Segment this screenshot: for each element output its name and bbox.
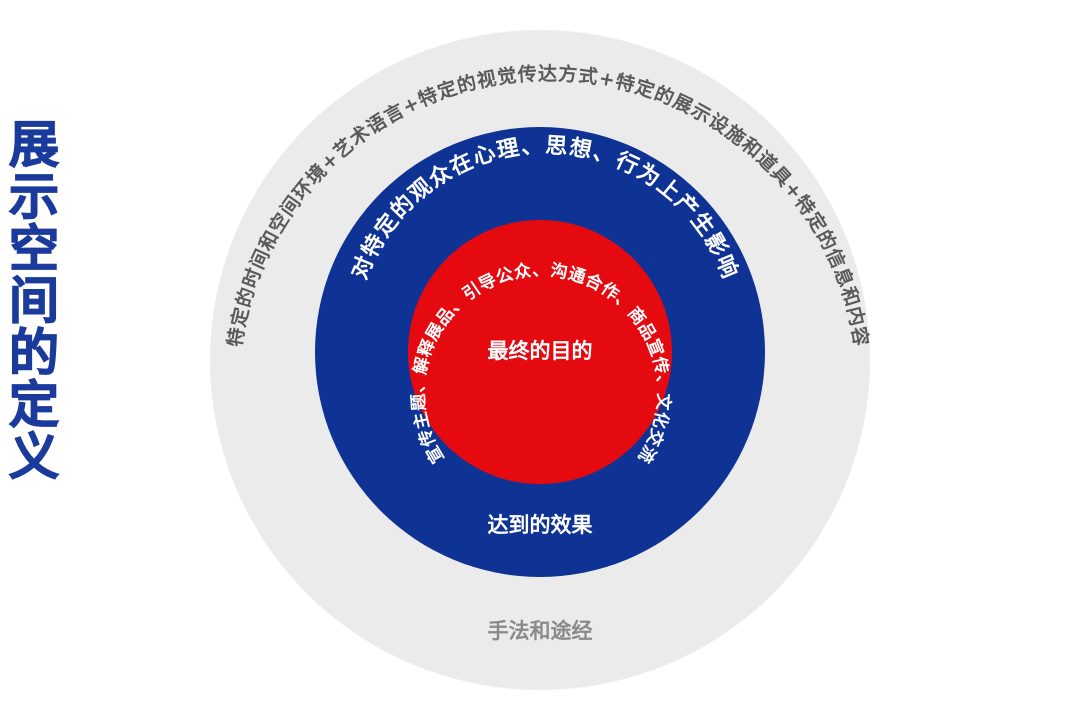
inner-circle	[408, 220, 672, 484]
outer-ring-label: 手法和途经	[488, 619, 593, 643]
inner-circle-label: 最终的目的	[488, 339, 593, 363]
middle-ring-label: 达到的效果	[488, 513, 593, 537]
page-title: 展示空间的定义	[0, 117, 59, 482]
